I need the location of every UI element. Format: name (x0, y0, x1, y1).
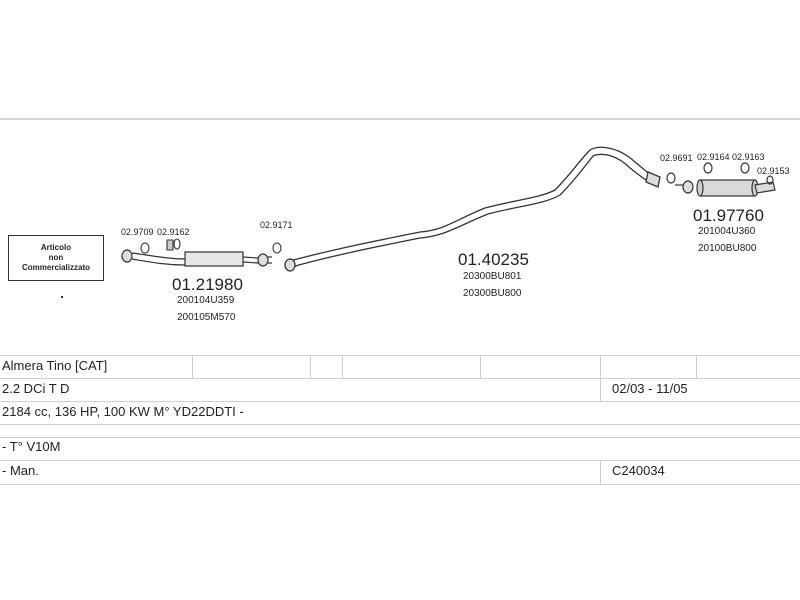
notice-line-2: non (48, 253, 64, 262)
table-row-engine: 2.2 DCi T D 02/03 - 11/05 (0, 379, 800, 401)
front-pipe-code-1: 200104U359 (177, 295, 235, 306)
engine-cell: 2.2 DCi T D (2, 381, 70, 396)
table-row-type: - T° V10M (0, 437, 800, 459)
table-divider (696, 355, 697, 378)
table-line (0, 378, 800, 379)
gearbox-cell: - Man. (2, 463, 39, 478)
fitting-label-7: 02.9153 (757, 166, 790, 176)
front-pipe-code-2: 200105M570 (177, 312, 236, 323)
middle-pipe-drawing (284, 146, 661, 272)
model-cell: Almera Tino [CAT] (2, 358, 108, 373)
table-line (0, 401, 800, 402)
rear-silencer-drawing (666, 162, 776, 197)
type-cell: - T° V10M (2, 439, 61, 454)
fitting-label-4: 02.9691 (660, 153, 693, 163)
table-divider (310, 355, 311, 378)
middle-pipe-number: 01.40235 (458, 250, 529, 269)
table-divider (480, 355, 481, 378)
fittings-front (140, 238, 282, 254)
front-pipe-drawing (121, 249, 272, 267)
top-frame-line (0, 118, 800, 120)
dot-marker (61, 296, 63, 298)
table-line (0, 460, 800, 461)
not-sold-notice: Articolo non Commercializzato (8, 235, 104, 281)
table-line (0, 437, 800, 438)
table-line (0, 355, 800, 356)
middle-pipe-code-2: 20300BU800 (463, 288, 522, 299)
table-line (0, 484, 800, 485)
years-cell: 02/03 - 11/05 (612, 381, 688, 396)
middle-pipe-code-1: 20300BU801 (463, 271, 522, 282)
table-row-gearbox: - Man. C240034 (0, 461, 800, 483)
table-row-model: Almera Tino [CAT] (0, 356, 800, 378)
fitting-label-3: 02.9171 (260, 220, 293, 230)
exhaust-diagram: 02.9709 02.9162 02.9171 02.9691 02.9164 … (121, 146, 790, 323)
table-row-details: 2184 cc, 136 HP, 100 KW M° YD22DDTI - (0, 402, 800, 424)
table-divider (600, 460, 601, 484)
notice-line-1: Articolo (40, 243, 72, 252)
details-cell: 2184 cc, 136 HP, 100 KW M° YD22DDTI - (2, 404, 244, 419)
rear-silencer-code-2: 20100BU800 (698, 243, 757, 254)
fitting-label-2: 02.9162 (157, 227, 190, 237)
fitting-label-6: 02.9163 (732, 152, 765, 162)
front-pipe-number: 01.21980 (172, 275, 243, 294)
rear-silencer-number: 01.97760 (693, 206, 764, 225)
table-divider (600, 355, 601, 378)
table-divider (192, 355, 193, 378)
fitting-label-1: 02.9709 (121, 227, 154, 237)
table-line (0, 424, 800, 425)
notice-line-3: Commercializzato (21, 263, 91, 272)
table-divider (342, 355, 343, 378)
table-divider (600, 378, 601, 401)
code-cell: C240034 (612, 463, 665, 478)
rear-silencer-code-1: 201004U360 (698, 226, 756, 237)
fitting-label-5: 02.9164 (697, 152, 730, 162)
